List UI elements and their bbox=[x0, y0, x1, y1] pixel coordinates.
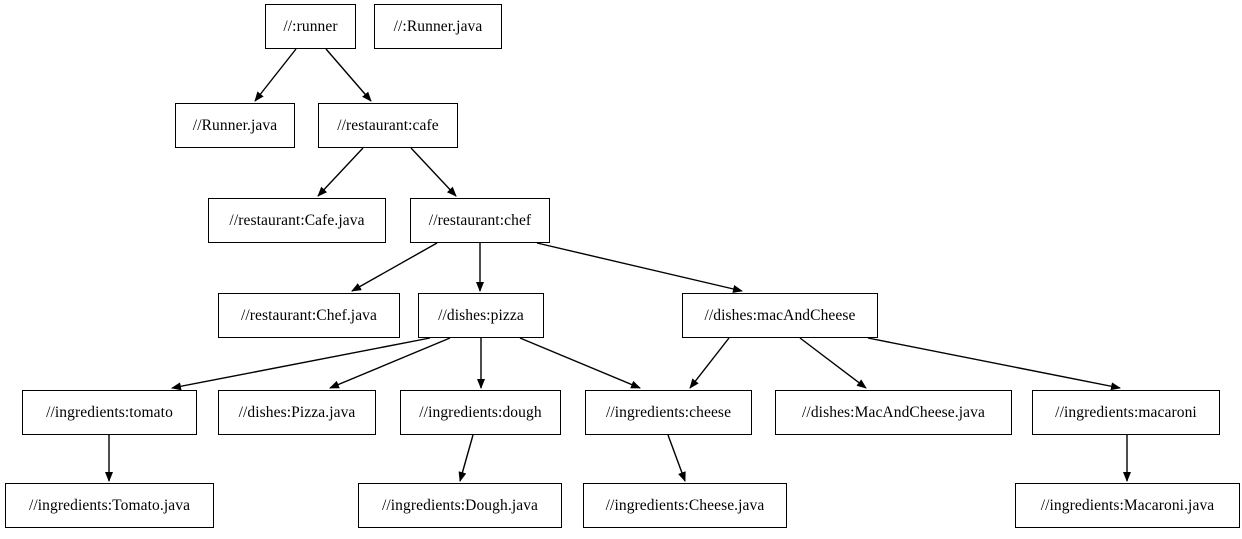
graph-node-ing_tomato[interactable]: //ingredients:tomato bbox=[22, 390, 197, 435]
graph-edge-restaurant_chef-to-dishes_mac bbox=[536, 242, 743, 293]
graph-node-label: //ingredients:Macaroni.java bbox=[1040, 496, 1215, 514]
graph-edge-dishes_mac-to-ing_macaroni bbox=[867, 337, 1121, 391]
graph-node-label: //restaurant:Chef.java bbox=[240, 306, 378, 324]
graph-node-cheese_java[interactable]: //ingredients:Cheese.java bbox=[583, 483, 787, 528]
graph-node-pizza_java[interactable]: //dishes:Pizza.java bbox=[218, 390, 376, 435]
graph-node-restaurant_cafe[interactable]: //restaurant:cafe bbox=[318, 103, 458, 148]
graph-node-label: //Runner.java bbox=[192, 116, 278, 134]
graph-edge-ing_cheese-to-cheese_java bbox=[667, 434, 686, 482]
graph-node-label: //restaurant:chef bbox=[428, 211, 532, 229]
graph-node-label: //dishes:pizza bbox=[438, 306, 524, 324]
graph-node-label: //restaurant:Cafe.java bbox=[229, 211, 365, 229]
graph-node-ing_dough[interactable]: //ingredients:dough bbox=[400, 390, 561, 435]
graph-node-label: //dishes:macAndCheese bbox=[704, 306, 856, 324]
graph-node-label: //ingredients:cheese bbox=[605, 403, 732, 421]
graph-node-label: //dishes:Pizza.java bbox=[238, 403, 356, 421]
graph-edge-restaurant_cafe-to-cafe_java bbox=[317, 147, 364, 197]
graph-edge-dishes_pizza-to-ing_tomato bbox=[171, 337, 431, 391]
graph-node-restaurant_chef[interactable]: //restaurant:chef bbox=[410, 198, 550, 243]
graph-node-dishes_pizza[interactable]: //dishes:pizza bbox=[418, 293, 544, 338]
graph-edge-dishes_pizza-to-pizza_java bbox=[329, 337, 451, 389]
graph-node-cafe_java[interactable]: //restaurant:Cafe.java bbox=[208, 198, 386, 243]
graph-node-dough_java[interactable]: //ingredients:Dough.java bbox=[358, 483, 562, 528]
graph-node-runner_java_root[interactable]: //:Runner.java bbox=[374, 4, 502, 49]
graph-edge-ing_dough-to-dough_java bbox=[458, 434, 474, 482]
graph-node-label: //:Runner.java bbox=[393, 17, 483, 35]
graph-edge-runner-to-restaurant_cafe bbox=[325, 48, 372, 102]
graph-node-label: //:runner bbox=[283, 17, 338, 35]
graph-edge-restaurant_chef-to-chef_java bbox=[351, 242, 438, 292]
graph-node-runner_java[interactable]: //Runner.java bbox=[175, 103, 295, 148]
graph-node-dishes_mac[interactable]: //dishes:macAndCheese bbox=[682, 293, 878, 338]
graph-node-runner[interactable]: //:runner bbox=[265, 4, 356, 49]
graph-edge-restaurant_cafe-to-restaurant_chef bbox=[410, 147, 457, 197]
graph-node-tomato_java[interactable]: //ingredients:Tomato.java bbox=[5, 483, 214, 528]
graph-node-label: //restaurant:cafe bbox=[337, 116, 439, 134]
graph-node-ing_cheese[interactable]: //ingredients:cheese bbox=[585, 390, 752, 435]
graph-edge-runner-to-runner_java bbox=[254, 48, 297, 102]
graph-node-label: //ingredients:tomato bbox=[46, 403, 173, 421]
graph-edge-dishes_mac-to-mac_java bbox=[799, 337, 867, 389]
graph-node-label: //ingredients:Tomato.java bbox=[28, 496, 191, 514]
graph-node-label: //ingredients:dough bbox=[419, 403, 542, 421]
graph-node-mac_java[interactable]: //dishes:MacAndCheese.java bbox=[775, 390, 1012, 435]
graph-node-label: //ingredients:Cheese.java bbox=[605, 496, 765, 514]
graph-node-label: //ingredients:macaroni bbox=[1055, 403, 1197, 421]
graph-node-ing_macaroni[interactable]: //ingredients:macaroni bbox=[1032, 390, 1220, 435]
graph-node-chef_java[interactable]: //restaurant:Chef.java bbox=[218, 293, 400, 338]
graph-edge-dishes_pizza-to-ing_cheese bbox=[519, 337, 641, 389]
graph-edge-dishes_mac-to-ing_cheese bbox=[689, 337, 730, 389]
graph-node-label: //dishes:MacAndCheese.java bbox=[802, 403, 985, 421]
graph-node-label: //ingredients:Dough.java bbox=[381, 496, 539, 514]
graph-node-macaroni_java[interactable]: //ingredients:Macaroni.java bbox=[1015, 483, 1240, 528]
